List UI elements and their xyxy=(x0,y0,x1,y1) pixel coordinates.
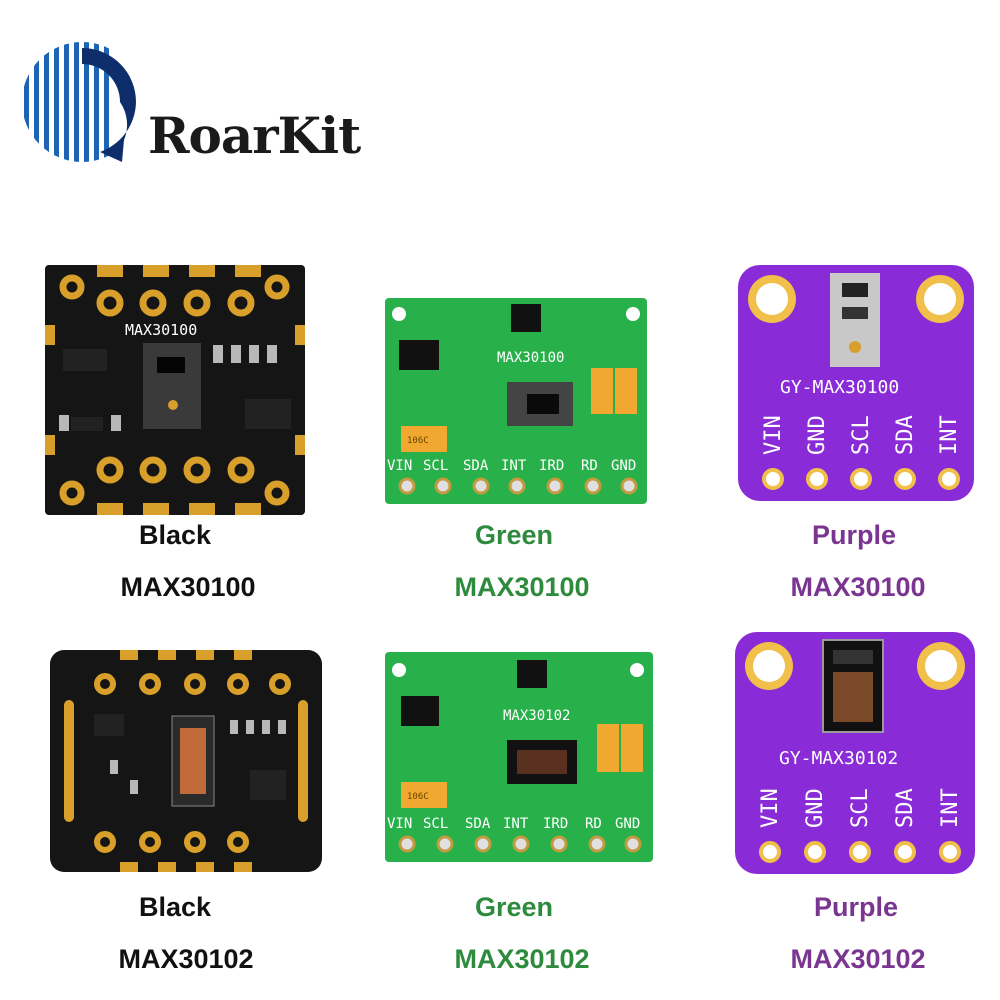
black-pcb-image: MAX30100 xyxy=(45,265,305,515)
pin-label-gnd: GND xyxy=(615,816,640,832)
green-max30102-pin-labels: VIN SCL SDA INT IRD RD GND xyxy=(387,816,640,832)
green-max30102-board: MAX30102 106C VIN SCL SDA INT IRD RD GND xyxy=(385,652,653,867)
purple-pcb-image: GY-MAX30102 VIN GND SCL SDA INT xyxy=(735,632,975,874)
caption-color-black-1: Black xyxy=(138,520,212,550)
pin-label-sda: SDA xyxy=(893,415,918,455)
green-max30102-silkscreen: MAX30102 xyxy=(503,708,570,724)
pin-label-vin: VIN xyxy=(758,788,783,828)
cap-marking: 106C xyxy=(407,436,429,446)
caption-model-purple-2: MAX30102 xyxy=(790,944,926,974)
brand-name: RoarKit xyxy=(148,106,361,165)
caption-model-purple-1: MAX30100 xyxy=(790,572,926,602)
pin-label-scl: SCL xyxy=(849,415,874,455)
purple-max30100-board: GY-MAX30100 VIN GND SCL SDA INT xyxy=(738,265,974,506)
pin-label-vin: VIN xyxy=(387,816,412,832)
pin-label-rd: RD xyxy=(581,458,598,474)
pin-label-int: INT xyxy=(503,816,529,832)
pin-label-ird: IRD xyxy=(543,816,568,832)
roarkit-logo-icon xyxy=(22,42,142,162)
black-max30100-silkscreen: MAX30100 xyxy=(125,321,197,339)
pin-label-rd: RD xyxy=(585,816,602,832)
green-max30100-pin-labels: VIN SCL SDA INT IRD RD GND xyxy=(387,458,636,474)
pin-label-vin: VIN xyxy=(387,458,412,474)
pin-label-scl: SCL xyxy=(848,788,873,828)
pin-label-scl: SCL xyxy=(423,458,448,474)
black-pcb-image xyxy=(50,650,322,872)
caption-model-black-2: MAX30102 xyxy=(118,944,254,974)
pin-label-sda: SDA xyxy=(893,788,918,828)
pin-label-sda: SDA xyxy=(463,458,489,474)
green-pcb-image: MAX30102 106C VIN SCL SDA INT IRD RD GND xyxy=(385,652,653,862)
black-max30102-board xyxy=(50,650,322,877)
green-max30100-board: MAX30100 106C VIN SCL SDA INT IRD RD GND xyxy=(385,298,647,509)
purple-max30102-silkscreen: GY-MAX30102 xyxy=(779,748,898,769)
pin-label-gnd: GND xyxy=(805,415,830,455)
pin-label-int: INT xyxy=(937,415,962,455)
pin-label-ird: IRD xyxy=(539,458,564,474)
purple-pcb-image: GY-MAX30100 VIN GND SCL SDA INT xyxy=(738,265,974,501)
black-max30100-board: MAX30100 xyxy=(45,265,305,520)
pin-label-vin: VIN xyxy=(761,415,786,455)
caption-color-green-1: Green xyxy=(474,520,554,550)
purple-max30100-silkscreen: GY-MAX30100 xyxy=(780,377,899,398)
caption-model-green-1: MAX30100 xyxy=(454,572,590,602)
cap-marking: 106C xyxy=(407,792,429,802)
pin-label-int: INT xyxy=(501,458,527,474)
caption-color-purple-1: Purple xyxy=(811,520,897,550)
caption-color-purple-2: Purple xyxy=(813,892,899,922)
pin-label-gnd: GND xyxy=(803,788,828,828)
green-pcb-image: MAX30100 106C VIN SCL SDA INT IRD RD GND xyxy=(385,298,647,504)
pin-label-scl: SCL xyxy=(423,816,448,832)
green-max30100-silkscreen: MAX30100 xyxy=(497,350,564,366)
caption-model-black-1: MAX30100 xyxy=(120,572,256,602)
caption-model-green-2: MAX30102 xyxy=(454,944,590,974)
pin-label-gnd: GND xyxy=(611,458,636,474)
caption-color-green-2: Green xyxy=(474,892,554,922)
pin-label-int: INT xyxy=(938,788,963,828)
purple-max30102-board: GY-MAX30102 VIN GND SCL SDA INT xyxy=(735,632,975,879)
brand-logo: RoarKit xyxy=(20,40,361,180)
pin-label-sda: SDA xyxy=(465,816,491,832)
caption-color-black-2: Black xyxy=(138,892,212,922)
